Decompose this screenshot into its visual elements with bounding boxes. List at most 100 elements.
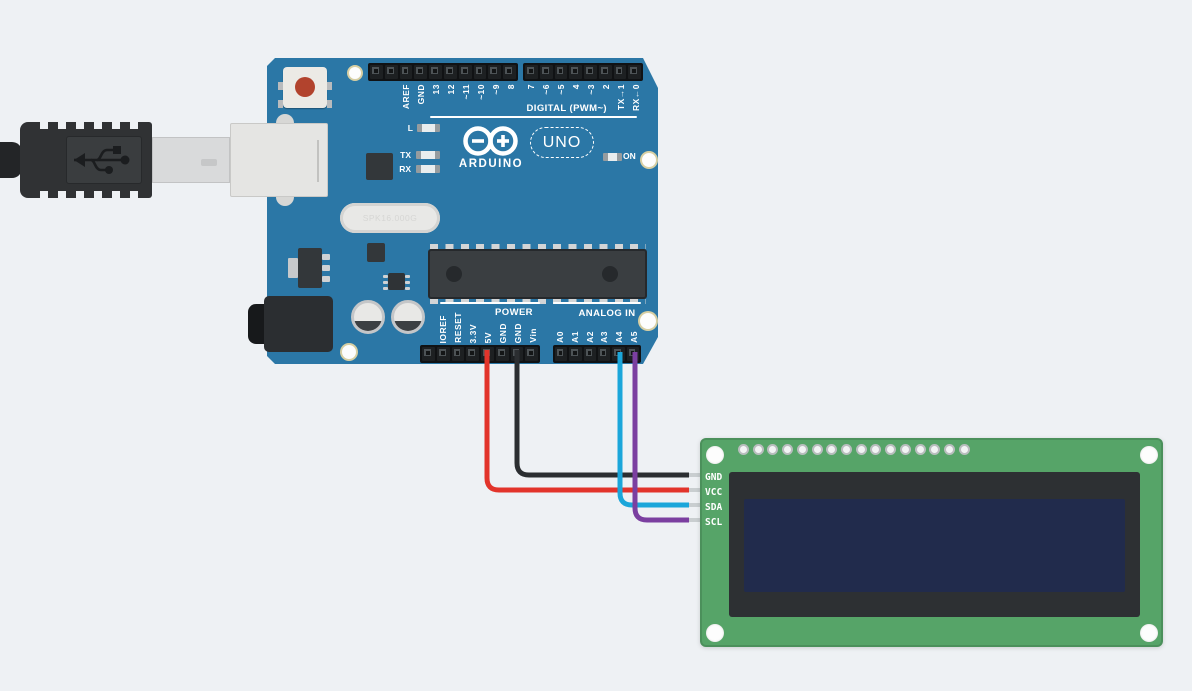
pin-socket[interactable] [597, 347, 611, 361]
pin-socket[interactable] [443, 65, 457, 79]
lcd-pin[interactable] [782, 444, 794, 455]
usb-trident-icon [74, 146, 130, 174]
mounting-hole [347, 65, 363, 81]
lcd-pin-label-scl: SCL [705, 517, 723, 528]
mounting-hole [340, 343, 358, 361]
usb-cable-stub [0, 142, 22, 178]
lcd-pin[interactable] [885, 444, 897, 455]
lcd-pin[interactable] [738, 444, 749, 455]
lcd-mounting-hole [706, 446, 724, 464]
pin-socket[interactable] [525, 347, 538, 361]
uno-badge: UNO [530, 127, 594, 158]
led-l-label: L [407, 123, 413, 133]
wire-5v-vcc[interactable] [484, 350, 689, 493]
reset-button-pin [327, 100, 332, 108]
voltage-regulator [298, 248, 322, 288]
lcd-pin[interactable] [914, 444, 926, 455]
lcd-pin[interactable] [811, 444, 823, 455]
regulator-leg [322, 254, 330, 260]
pin-socket[interactable] [399, 65, 413, 79]
led-tx [416, 151, 440, 159]
wire-a5-scl[interactable] [632, 352, 689, 523]
lcd-pin[interactable] [752, 444, 764, 455]
arduino-logo-icon [463, 126, 518, 156]
mounting-hole [638, 311, 658, 331]
pin-socket[interactable] [613, 65, 627, 79]
lcd-pin[interactable] [944, 444, 956, 455]
lcd-pin[interactable] [958, 444, 970, 455]
ic-leg [405, 281, 410, 284]
reset-button-pin [327, 82, 332, 90]
lcd-pin-label-gnd: GND [705, 472, 723, 483]
lcd-bezel [729, 472, 1140, 617]
ic-leg [405, 287, 410, 290]
pin-socket[interactable] [503, 65, 516, 79]
lcd-pin-label-sda: SDA [705, 502, 723, 513]
crystal-label: SPK16.000G [362, 213, 418, 223]
lcd-mounting-hole [1140, 446, 1158, 464]
lcd-pin[interactable] [826, 444, 838, 455]
lcd-pin[interactable] [855, 444, 867, 455]
pin-socket[interactable] [370, 65, 383, 79]
analog-section-label: ANALOG IN [578, 308, 636, 319]
digital-section-label: DIGITAL (PWM~) [526, 103, 607, 114]
wire-a4-sda[interactable] [617, 352, 689, 508]
usb-plug-ribs [30, 122, 138, 129]
reset-button-cap[interactable] [295, 77, 315, 97]
reset-button[interactable] [283, 67, 327, 108]
pin-socket[interactable] [583, 347, 596, 361]
lcd-pin[interactable] [899, 444, 911, 455]
wire-gnd[interactable] [514, 350, 689, 478]
digital-header-left[interactable] [368, 63, 518, 81]
pin-socket[interactable] [422, 347, 435, 361]
atmega-chip [428, 249, 647, 299]
arduino-logo-text: ARDUINO [458, 158, 524, 170]
led-l [417, 124, 440, 132]
pin-socket[interactable] [488, 65, 502, 79]
pin-socket[interactable] [555, 347, 568, 361]
regulator-tab [288, 258, 298, 278]
pin-socket[interactable] [539, 65, 553, 79]
pin-socket[interactable] [466, 347, 479, 361]
pin-socket[interactable] [598, 65, 612, 79]
lcd-module[interactable]: GND VCC SDA SCL [700, 438, 1163, 647]
usb-socket-seam [317, 140, 319, 182]
pin-socket[interactable] [451, 347, 465, 361]
usb-socket [230, 123, 328, 197]
atmega-dimple [602, 266, 618, 282]
lcd-top-pin-row[interactable] [738, 444, 970, 456]
pin-socket[interactable] [525, 65, 538, 79]
pin-socket[interactable] [384, 65, 398, 79]
lcd-pin[interactable] [929, 444, 941, 455]
pin-socket[interactable] [429, 65, 442, 79]
pin-socket[interactable] [458, 65, 472, 79]
pin-socket[interactable] [584, 65, 597, 79]
lcd-pin[interactable] [870, 444, 882, 455]
pin-socket[interactable] [628, 65, 641, 79]
capacitor [391, 300, 425, 334]
power-header[interactable] [420, 345, 540, 363]
led-on [603, 153, 622, 161]
ic-leg [383, 281, 388, 284]
regulator-leg [322, 265, 330, 271]
smd-component [367, 243, 385, 262]
digital-header-right[interactable] [523, 63, 643, 81]
pin-socket[interactable] [473, 65, 487, 79]
lcd-pin-label-vcc: VCC [705, 487, 723, 498]
analog-header[interactable] [553, 345, 641, 363]
pin-socket[interactable] [414, 65, 428, 79]
lcd-screen [744, 499, 1125, 592]
pin-socket[interactable] [569, 347, 582, 361]
atmega-dimple [446, 266, 462, 282]
lcd-pin[interactable] [767, 444, 779, 455]
lcd-pin[interactable] [796, 444, 808, 455]
pin-socket[interactable] [495, 347, 509, 361]
pin-socket[interactable] [436, 347, 450, 361]
lcd-pin[interactable] [841, 444, 853, 455]
regulator-leg [322, 276, 330, 282]
pin-socket[interactable] [569, 65, 582, 79]
crystal-oscillator: SPK16.000G [340, 203, 440, 233]
ic-leg [405, 275, 410, 278]
pin-socket[interactable] [554, 65, 568, 79]
